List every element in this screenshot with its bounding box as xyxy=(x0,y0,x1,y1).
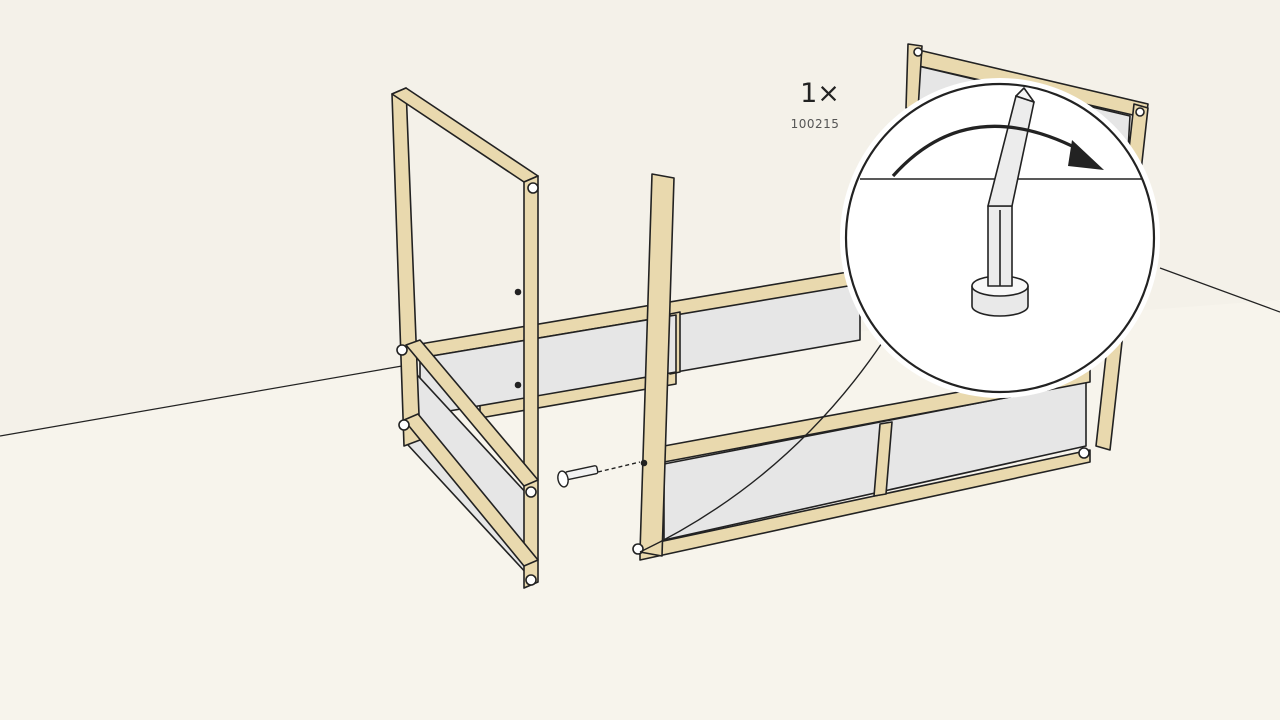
detail-magnifier xyxy=(840,78,1160,398)
screw-icon xyxy=(557,461,641,488)
quantity-label: 1× xyxy=(800,78,840,109)
rotation-arrow-icon xyxy=(891,124,1104,178)
part-number: 100215 xyxy=(790,117,840,131)
left-end-frame xyxy=(391,87,539,589)
allen-key-icon xyxy=(987,87,1035,287)
callout-leader-line xyxy=(639,339,885,553)
